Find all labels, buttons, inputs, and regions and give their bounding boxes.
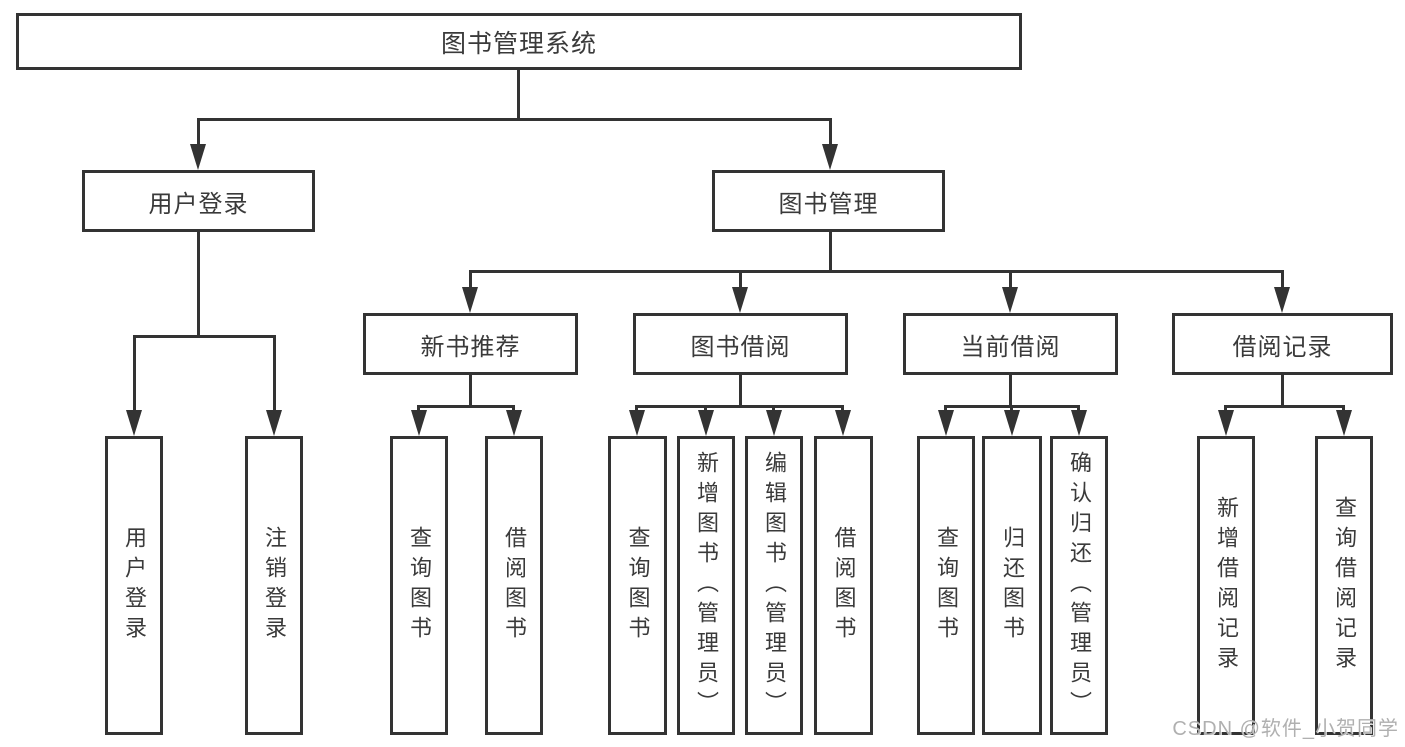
leaf-label: 借阅图书 xyxy=(502,525,527,646)
connector-l3-stem xyxy=(739,375,742,405)
connector-arrow-stem xyxy=(133,335,136,416)
node-user-login: 用户登录 xyxy=(82,170,315,232)
leaf-query-books-current: 查询图书 xyxy=(917,436,975,735)
connector-split-bar xyxy=(635,405,844,408)
arrow-down-icon xyxy=(698,410,714,436)
connector-bookmgmt-stem xyxy=(829,232,832,270)
node-library-management-system: 图书管理系统 xyxy=(16,13,1022,70)
arrow-down-icon xyxy=(766,410,782,436)
node-current-borrowing: 当前借阅 xyxy=(903,313,1118,375)
arrow-down-icon xyxy=(462,287,478,313)
arrow-down-icon xyxy=(506,410,522,436)
leaf-label: 查询图书 xyxy=(407,525,432,646)
leaf-label: 新增图书（管理员） xyxy=(694,450,719,721)
connector-arrow-stem xyxy=(1281,270,1284,293)
arrow-down-icon xyxy=(732,287,748,313)
leaf-label: 查询图书 xyxy=(934,525,959,646)
connector-bookmgmt-bar xyxy=(469,270,1283,273)
node-label: 用户登录 xyxy=(148,190,249,218)
node-label: 新书推荐 xyxy=(420,333,521,361)
leaf-return-books: 归还图书 xyxy=(982,436,1042,735)
arrow-down-icon xyxy=(1218,410,1234,436)
leaf-confirm-return-admin: 确认归还（管理员） xyxy=(1050,436,1108,735)
node-label: 图书管理 xyxy=(778,190,879,218)
leaf-edit-book-admin: 编辑图书（管理员） xyxy=(745,436,803,735)
connector-userlogin-bar xyxy=(133,335,275,338)
leaf-add-borrow-record: 新增借阅记录 xyxy=(1197,436,1255,735)
leaf-label: 归还图书 xyxy=(1000,525,1025,646)
node-label: 当前借阅 xyxy=(960,333,1061,361)
arrow-down-icon xyxy=(1071,410,1087,436)
leaf-label: 用户登录 xyxy=(122,525,147,646)
node-label: 图书管理系统 xyxy=(440,29,597,58)
leaf-query-books-borrowing: 查询图书 xyxy=(608,436,667,735)
arrow-down-icon xyxy=(1002,287,1018,313)
node-label: 图书借阅 xyxy=(690,333,791,361)
arrow-down-icon xyxy=(938,410,954,436)
connector-arrow-stem xyxy=(739,270,742,293)
leaf-query-books-recommend: 查询图书 xyxy=(390,436,448,735)
arrow-down-icon xyxy=(629,410,645,436)
node-book-management: 图书管理 xyxy=(712,170,945,232)
leaf-borrow-books: 借阅图书 xyxy=(814,436,873,735)
leaf-label: 编辑图书（管理员） xyxy=(762,450,787,721)
arrow-down-icon xyxy=(1274,287,1290,313)
node-label: 借阅记录 xyxy=(1232,333,1333,361)
arrow-down-icon xyxy=(190,144,206,170)
connector-userlogin-stem xyxy=(197,232,200,335)
connector-split-bar xyxy=(417,405,515,408)
leaf-label: 注销登录 xyxy=(262,525,287,646)
arrow-down-icon xyxy=(822,144,838,170)
arrow-down-icon xyxy=(411,410,427,436)
leaf-label: 借阅图书 xyxy=(831,525,857,646)
leaf-add-book-admin: 新增图书（管理员） xyxy=(677,436,735,735)
connector-arrow-stem xyxy=(469,270,472,293)
csdn-watermark: CSDN @软件_小贺同学 xyxy=(1172,718,1399,740)
connector-root-stem xyxy=(517,70,520,118)
node-borrowing-records: 借阅记录 xyxy=(1172,313,1393,375)
connector-root-bar xyxy=(197,118,832,121)
connector-arrow-stem xyxy=(273,335,276,416)
node-book-borrowing: 图书借阅 xyxy=(633,313,848,375)
connector-arrow-stem xyxy=(1009,270,1012,293)
connector-arrow-stem xyxy=(197,118,200,150)
leaf-label: 新增借阅记录 xyxy=(1214,495,1239,676)
leaf-label: 确认归还（管理员） xyxy=(1067,450,1092,721)
connector-l3-stem xyxy=(469,375,472,405)
connector-l3-stem xyxy=(1009,375,1012,405)
node-new-book-recommendation: 新书推荐 xyxy=(363,313,578,375)
leaf-borrow-books-recommend: 借阅图书 xyxy=(485,436,543,735)
arrow-down-icon xyxy=(835,410,851,436)
arrow-down-icon xyxy=(1336,410,1352,436)
leaf-label: 查询图书 xyxy=(625,525,651,646)
connector-l3-stem xyxy=(1281,375,1284,405)
connector-split-bar xyxy=(1224,405,1344,408)
connector-arrow-stem xyxy=(829,118,832,150)
arrow-down-icon xyxy=(1004,410,1020,436)
leaf-query-borrow-record: 查询借阅记录 xyxy=(1315,436,1373,735)
leaf-user-login: 用户登录 xyxy=(105,436,163,735)
leaf-label: 查询借阅记录 xyxy=(1332,495,1357,676)
leaf-logout: 注销登录 xyxy=(245,436,303,735)
arrow-down-icon xyxy=(266,410,282,436)
arrow-down-icon xyxy=(126,410,142,436)
